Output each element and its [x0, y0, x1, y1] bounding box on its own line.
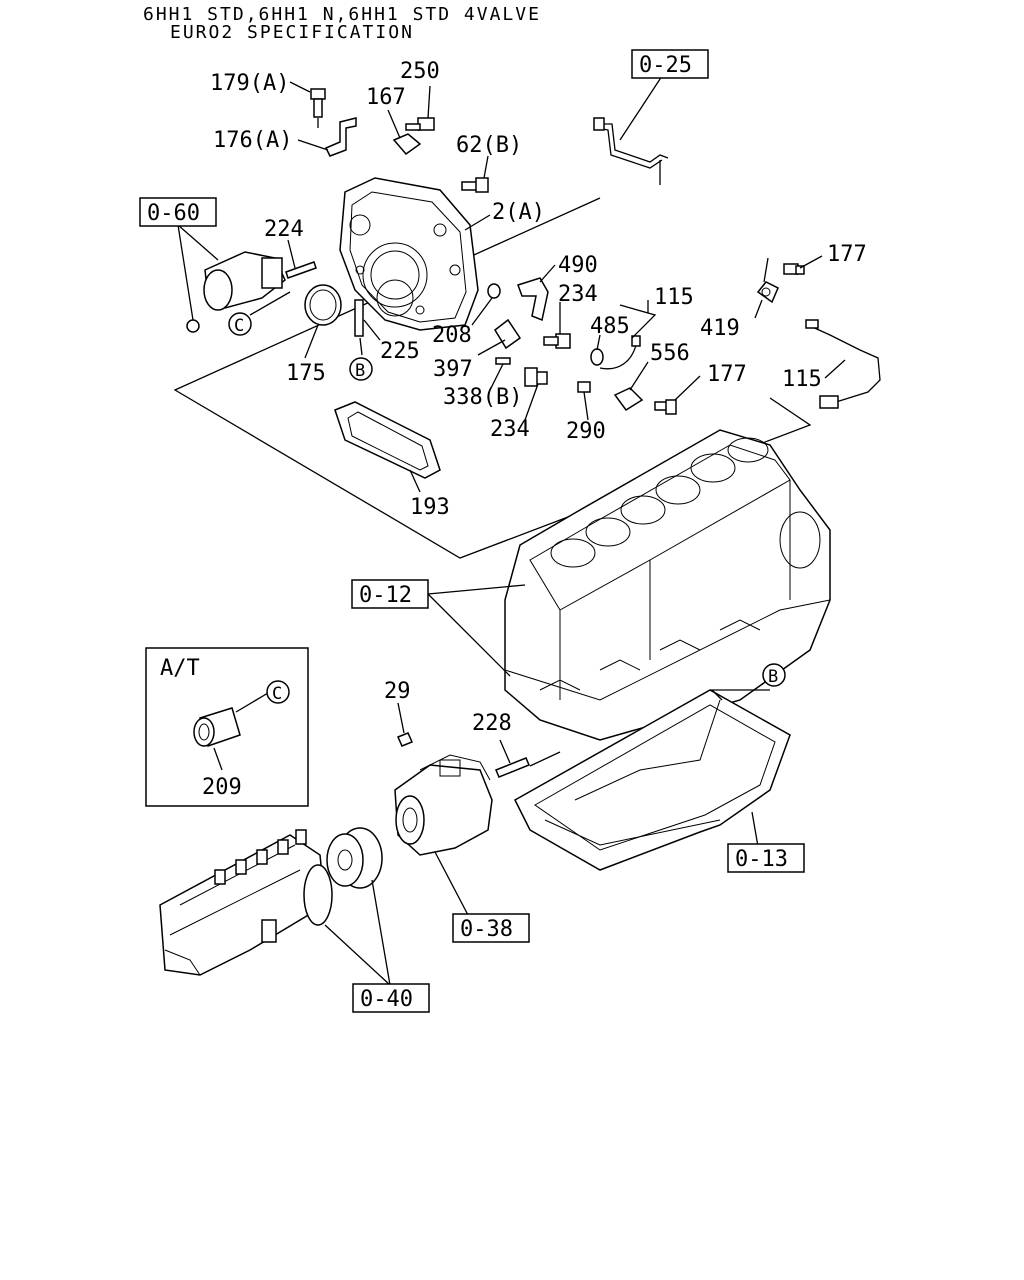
part-label-179a: 179(A) [210, 71, 289, 96]
marker-b-stud-text: B [355, 361, 365, 381]
coupling [326, 827, 383, 889]
ref-box-0-13[interactable]: 0-13 [727, 843, 805, 873]
part-label-167: 167 [366, 85, 406, 110]
ref-label-0-40: 0-40 [360, 987, 413, 1012]
group-outline-rear-housing [173, 197, 812, 559]
leader-lines [177, 75, 846, 986]
injection-pump [159, 829, 333, 976]
part-label-2a: 2(A) [492, 200, 545, 225]
pilot-bearing-209 [193, 707, 241, 747]
ref-box-0-25[interactable]: 0-25 [631, 49, 709, 79]
ref-label-0-60: 0-60 [147, 201, 200, 226]
marker-b-pan-text: B [768, 667, 778, 687]
stud-224 [285, 261, 317, 279]
sensor-wire-485 [599, 344, 637, 370]
marker-c-starter: C [228, 312, 252, 336]
marker-c-starter-text: C [234, 316, 244, 336]
part-label-234-lower: 234 [490, 417, 530, 442]
ref-label-0-13: 0-13 [735, 847, 788, 872]
plug-234-lower [524, 367, 548, 387]
air-compressor [394, 754, 493, 856]
ref-label-0-38: 0-38 [460, 917, 513, 942]
ref-box-0-60[interactable]: 0-60 [139, 197, 217, 227]
part-label-419: 419 [700, 316, 740, 341]
part-label-228: 228 [472, 711, 512, 736]
bolt-62b [461, 177, 489, 193]
part-label-209: 209 [202, 775, 242, 800]
bolt-177-lower [654, 399, 677, 415]
part-label-556: 556 [650, 341, 690, 366]
bolt-250 [405, 117, 435, 131]
fitting-290 [577, 381, 591, 393]
marker-c-at: C [266, 680, 290, 704]
marker-b-pan: B [762, 663, 786, 687]
part-label-397: 397 [433, 357, 473, 382]
part-label-250: 250 [400, 59, 440, 84]
part-label-193: 193 [410, 495, 450, 520]
part-label-290: 290 [566, 419, 606, 444]
harness-115 [805, 319, 881, 409]
part-label-177-lower: 177 [707, 362, 747, 387]
marker-c-at-text: C [272, 684, 282, 704]
dowel-208 [487, 283, 501, 299]
starter-nut [186, 319, 200, 333]
marker-b-stud: B [349, 357, 373, 381]
part-label-115-right: 115 [782, 367, 822, 392]
part-label-176a: 176(A) [213, 128, 292, 153]
part-label-115-left: 115 [654, 285, 694, 310]
header-line-1: 6HH1 STD,6HH1 N,6HH1 STD 4VALVE [143, 4, 541, 25]
bolt-234-upper [543, 333, 571, 349]
connector-485 [631, 335, 641, 347]
ref-box-0-38[interactable]: 0-38 [452, 913, 530, 943]
at-label: A/T [160, 656, 200, 681]
plate-167 [392, 133, 422, 156]
part-label-208: 208 [432, 323, 472, 348]
part-label-224: 224 [264, 217, 304, 242]
ref-label-0-12: 0-12 [359, 583, 412, 608]
flywheel-housing [339, 177, 479, 331]
part-label-177-upper: 177 [827, 242, 867, 267]
oil-seal-175 [304, 284, 342, 326]
cover-193 [334, 401, 441, 479]
pin-338b [495, 357, 511, 365]
part-label-62b: 62(B) [456, 133, 522, 158]
oil-pan [514, 689, 791, 871]
bracket-176a [324, 117, 357, 157]
oil-pipe-0-25 [593, 117, 669, 185]
bracket-490 [517, 277, 549, 322]
ref-box-0-12[interactable]: 0-12 [351, 579, 429, 609]
cylinder-block [504, 429, 831, 741]
sensor-bracket-419 [756, 281, 779, 304]
header-line-2: EURO2 SPECIFICATION [170, 22, 414, 43]
sensor-556 [613, 387, 644, 412]
stud-228 [495, 757, 530, 778]
starter-motor [203, 251, 286, 311]
ref-box-0-40[interactable]: 0-40 [352, 983, 430, 1013]
part-label-338b: 338(B) [443, 385, 522, 410]
part-label-490: 490 [558, 253, 598, 278]
part-label-175: 175 [286, 361, 326, 386]
part-label-29: 29 [384, 679, 411, 704]
part-label-485: 485 [590, 314, 630, 339]
key-29 [396, 732, 414, 747]
part-label-225: 225 [380, 339, 420, 364]
stud-225 [354, 299, 364, 337]
part-label-234-upper: 234 [558, 282, 598, 307]
bolt-177-upper [783, 263, 805, 275]
bolt-179a [310, 88, 326, 118]
ref-label-0-25: 0-25 [639, 53, 692, 78]
washer-485 [590, 348, 604, 366]
